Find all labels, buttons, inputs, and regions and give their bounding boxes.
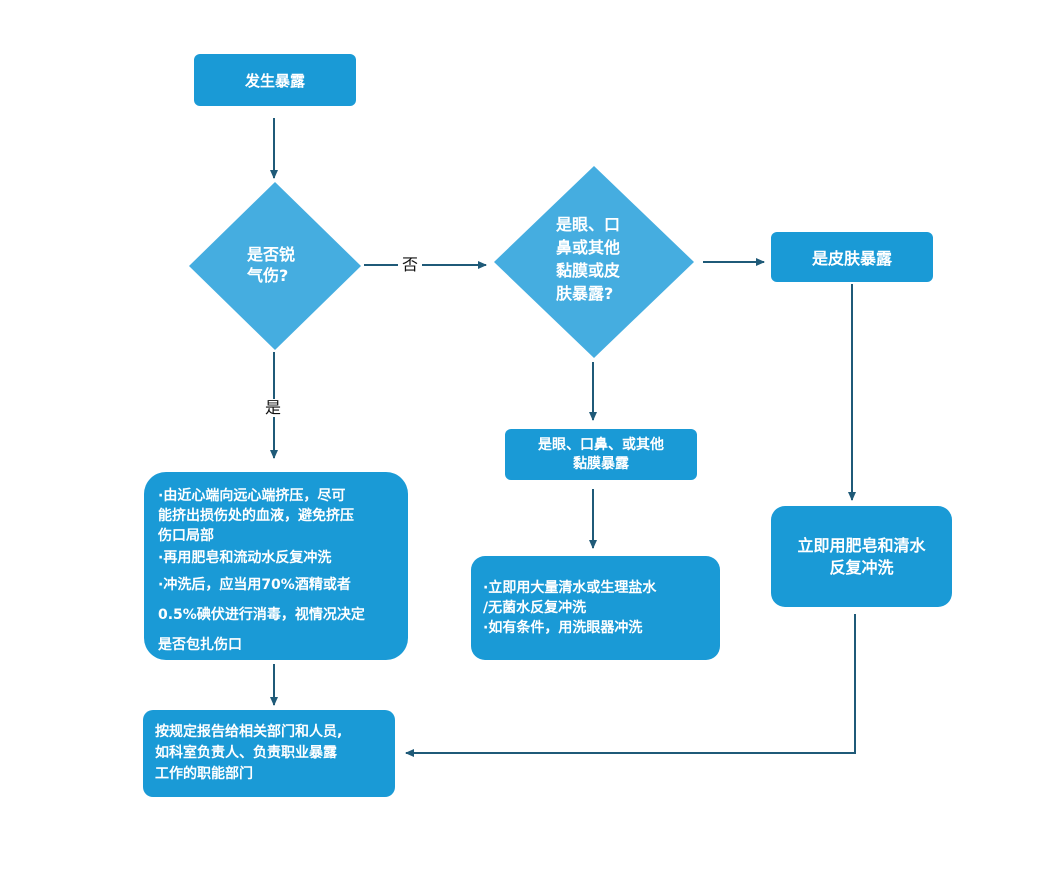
decision-mucosa-line: 黏膜或皮: [556, 261, 621, 280]
sharp-treatment-line: 0.5%碘伏进行消毒，视情况决定: [158, 607, 365, 623]
mucosa-treatment-line: ·如有条件，用洗眼器冲洗: [483, 620, 643, 636]
diamond-shape: [189, 182, 361, 350]
diamond-shape: [494, 166, 694, 358]
report-node: 按规定报告给相关部门和人员, 如科室负责人、负责职业暴露 工作的职能部门: [143, 710, 395, 797]
edge-label-yes: 是: [261, 399, 286, 417]
sharp-treatment-line: 伤口局部: [158, 528, 214, 544]
mucosa-exposure-line: 是眼、口鼻、或其他: [538, 436, 664, 453]
decision-mucosa-line: 肤暴露?: [556, 284, 614, 303]
skin-exposure-node: 是皮肤暴露: [771, 232, 933, 282]
sharp-treatment-line: ·冲洗后，应当用70%酒精或者: [158, 577, 351, 593]
sharp-treatment-line: 是否包扎伤口: [158, 637, 242, 653]
edge-label-no: 否: [398, 256, 423, 274]
sharp-treatment-line: 能挤出损伤处的血液，避免挤压: [158, 508, 354, 524]
start-node: 发生暴露: [194, 54, 356, 106]
mucosa-treatment-node: ·立即用大量清水或生理盐水 /无菌水反复冲洗 ·如有条件，用洗眼器冲洗: [471, 556, 720, 660]
mucosa-exposure-node: 是眼、口鼻、或其他 黏膜暴露: [505, 429, 697, 480]
decision-mucosa-or-skin: 是眼、口 鼻或其他 黏膜或皮 肤暴露?: [494, 166, 694, 358]
report-line: 如科室负责人、负责职业暴露: [155, 745, 337, 761]
sharp-treatment-node: ·由近心端向远心端挤压，尽可 能挤出损伤处的血液，避免挤压 伤口局部 ·再用肥皂…: [144, 472, 408, 660]
decision-sharp-line: 气伤?: [247, 266, 289, 285]
start-node-label: 发生暴露: [244, 71, 305, 90]
decision-mucosa-line: 鼻或其他: [556, 238, 621, 257]
skin-treatment-line: 反复冲洗: [829, 557, 894, 577]
skin-treatment-line: 立即用肥皂和清水: [797, 535, 926, 555]
sharp-treatment-line: ·由近心端向远心端挤压，尽可: [158, 488, 346, 504]
decision-sharp-injury: 是否锐 气伤?: [189, 182, 361, 350]
report-line: 工作的职能部门: [155, 766, 253, 782]
mucosa-exposure-line: 黏膜暴露: [573, 455, 629, 472]
report-line: 按规定报告给相关部门和人员,: [155, 724, 343, 740]
mucosa-treatment-line: /无菌水反复冲洗: [483, 600, 587, 616]
mucosa-treatment-line: ·立即用大量清水或生理盐水: [483, 580, 657, 596]
sharp-treatment-line: ·再用肥皂和流动水反复冲洗: [158, 550, 332, 566]
arrow-skin-treatment-to-report: [405, 614, 856, 757]
skin-exposure-label: 是皮肤暴露: [811, 249, 892, 268]
decision-sharp-line: 是否锐: [247, 245, 296, 264]
decision-mucosa-line: 是眼、口: [556, 215, 621, 234]
skin-treatment-node: 立即用肥皂和清水 反复冲洗: [771, 506, 952, 607]
